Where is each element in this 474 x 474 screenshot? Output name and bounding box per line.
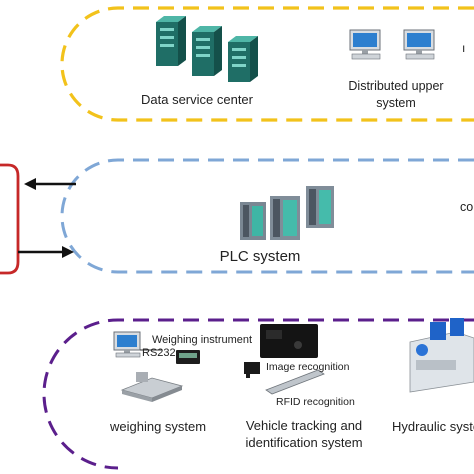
vehicle-tracking-label: Vehicle tracking and identification syst… bbox=[236, 417, 372, 451]
distributed-upper-system-line2: system bbox=[376, 96, 416, 110]
desktop-computer-icon: ı bbox=[349, 29, 465, 60]
top-panel-border bbox=[60, 6, 474, 122]
svg-text:ı: ı bbox=[462, 41, 465, 55]
rfid-antenna-icon bbox=[265, 369, 325, 395]
image-recognition-label: Image recognition bbox=[266, 361, 350, 373]
right-truncated-label: co bbox=[460, 200, 474, 214]
plc-module-icon bbox=[240, 186, 334, 240]
plc-system-label: PLC system bbox=[219, 248, 301, 265]
arrow-right bbox=[18, 246, 74, 258]
arrow-left bbox=[24, 178, 76, 190]
middle-panel-border bbox=[60, 158, 474, 274]
hydraulic-system-label: Hydraulic syste bbox=[392, 419, 474, 434]
weighing-system-label: weighing system bbox=[110, 419, 207, 434]
weighing-computer-icon bbox=[113, 331, 162, 358]
bottom-panel-border bbox=[42, 318, 474, 470]
rfid-recognition-label: RFID recognition bbox=[276, 396, 355, 408]
server-rack-icon bbox=[156, 16, 258, 82]
rs232-label: RS232 bbox=[142, 347, 176, 359]
weighing-instrument-icon bbox=[176, 350, 200, 364]
data-service-center-label: Data service center bbox=[141, 92, 253, 107]
weighing-instrument-label: Weighing instrument bbox=[152, 334, 253, 346]
camera-icon bbox=[244, 362, 260, 378]
left-bracket bbox=[0, 163, 20, 275]
distributed-upper-system-label: Distributed upper system bbox=[334, 78, 458, 112]
distributed-upper-system-line1: Distributed upper bbox=[348, 79, 444, 93]
vehicle-tracking-line1: Vehicle tracking and bbox=[245, 418, 363, 433]
rfid-reader-icon bbox=[260, 324, 318, 358]
vehicle-tracking-line2: identification system bbox=[245, 435, 363, 450]
truck-scale-icon bbox=[120, 372, 184, 402]
hydraulic-unit-icon bbox=[409, 318, 474, 393]
